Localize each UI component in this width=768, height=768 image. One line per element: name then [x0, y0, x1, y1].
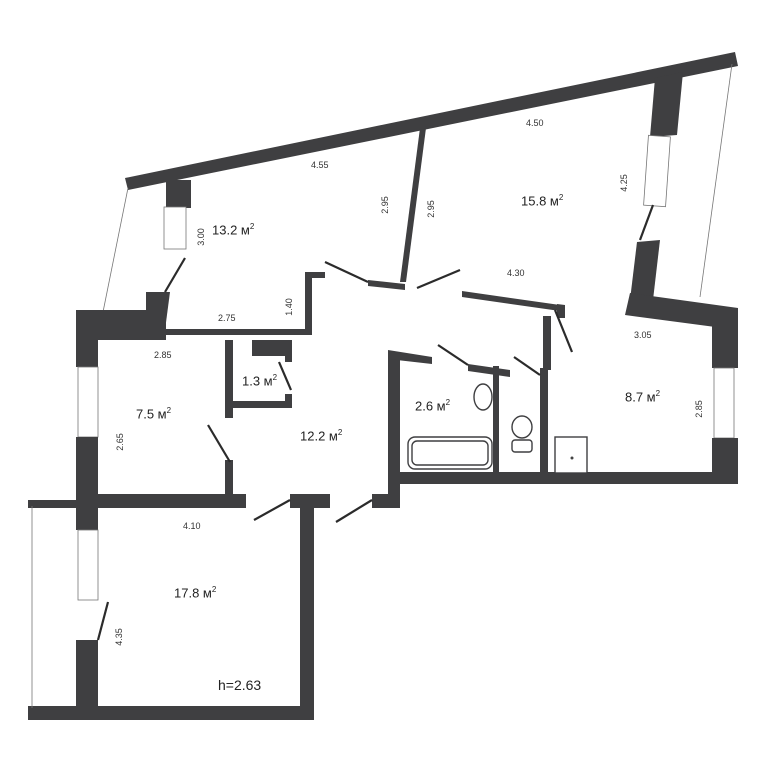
bathroom-wall: [388, 352, 400, 494]
closet-wall: [285, 340, 292, 362]
dimension-label: 4.30: [507, 268, 525, 278]
drain-icon: [570, 456, 574, 460]
wall: [225, 460, 233, 500]
wall: [290, 494, 330, 508]
balcony-window-left: [102, 187, 129, 313]
dimension-label: 2.85: [693, 400, 704, 418]
window-living: [77, 529, 99, 601]
wall: [462, 291, 560, 311]
outer-wall: [76, 508, 98, 530]
door: [277, 361, 293, 391]
wall-pillar: [650, 72, 683, 137]
door: [164, 257, 186, 293]
outer-wall-top: [125, 52, 738, 190]
bathroom-wall: [388, 350, 432, 364]
door: [324, 261, 369, 283]
door: [513, 356, 541, 376]
wall: [165, 329, 310, 335]
window-kitchen: [713, 367, 735, 439]
outer-wall: [712, 318, 738, 368]
toilet-icon: [511, 415, 533, 439]
wall: [557, 304, 565, 318]
door: [335, 499, 373, 523]
wall-pillar: [166, 180, 191, 208]
closet-wall: [252, 340, 292, 356]
wall: [225, 340, 233, 418]
room-area-label: 8.7 м2: [625, 389, 661, 405]
closet-wall: [285, 394, 292, 408]
kitchen-wall: [543, 316, 551, 370]
dimension-label: 4.50: [526, 118, 544, 128]
balcony-window-right: [699, 63, 733, 298]
dimension-label: 3.05: [634, 330, 652, 340]
door: [553, 309, 574, 353]
outer-wall: [28, 706, 314, 720]
door: [207, 424, 231, 463]
bathroom-wall: [468, 364, 510, 377]
dimension-label: 2.95: [379, 196, 390, 214]
ceiling-height-label: h=2.63: [218, 677, 262, 693]
wall: [372, 494, 400, 508]
dimension-label: 1.40: [283, 298, 294, 316]
dimension-label: 4.10: [183, 521, 201, 531]
partition-wall: [400, 128, 426, 282]
toilet-tank-icon: [511, 439, 533, 453]
wall: [300, 508, 314, 720]
wall: [368, 280, 405, 290]
door: [416, 268, 461, 290]
closet-wall: [233, 401, 292, 408]
outer-wall: [76, 640, 98, 720]
wall: [305, 272, 325, 278]
dimension-label: 2.75: [218, 313, 236, 323]
room-area-label: 15.8 м2: [521, 193, 564, 209]
bathroom-wall: [388, 472, 738, 484]
sink-icon: [473, 383, 493, 411]
room-area-label: 2.6 м2: [415, 398, 451, 414]
door: [96, 601, 110, 641]
door: [638, 204, 655, 241]
stove-icon: [554, 436, 588, 474]
outer-wall: [28, 500, 78, 508]
room-area-label: 12.2 м2: [300, 428, 343, 444]
dimension-label: 2.95: [425, 200, 436, 218]
door: [437, 344, 469, 366]
window-bedroom: [77, 366, 99, 438]
room-area-label: 7.5 м2: [136, 406, 172, 422]
wall-pillar: [630, 240, 660, 300]
window-room-15: [643, 134, 671, 208]
outer-wall: [76, 310, 98, 367]
bathtub-inner: [411, 440, 489, 466]
dimension-label: 4.25: [618, 174, 629, 192]
wall: [76, 494, 246, 508]
outer-wall: [712, 438, 738, 484]
window-room-13: [163, 206, 187, 250]
room-area-label: 1.3 м2: [242, 373, 278, 389]
dimension-label: 3.00: [195, 228, 206, 246]
dimension-label: 2.65: [114, 433, 125, 451]
door: [253, 499, 291, 521]
outer-wall: [625, 293, 738, 330]
room-area-label: 13.2 м2: [212, 222, 255, 238]
dimension-label: 4.35: [113, 628, 124, 646]
room-area-label: 17.8 м2: [174, 585, 217, 601]
bathroom-wall: [493, 366, 499, 476]
bathroom-wall: [540, 368, 548, 476]
dimension-label: 4.55: [311, 160, 329, 170]
dimension-label: 2.85: [154, 350, 172, 360]
wall: [305, 272, 312, 335]
